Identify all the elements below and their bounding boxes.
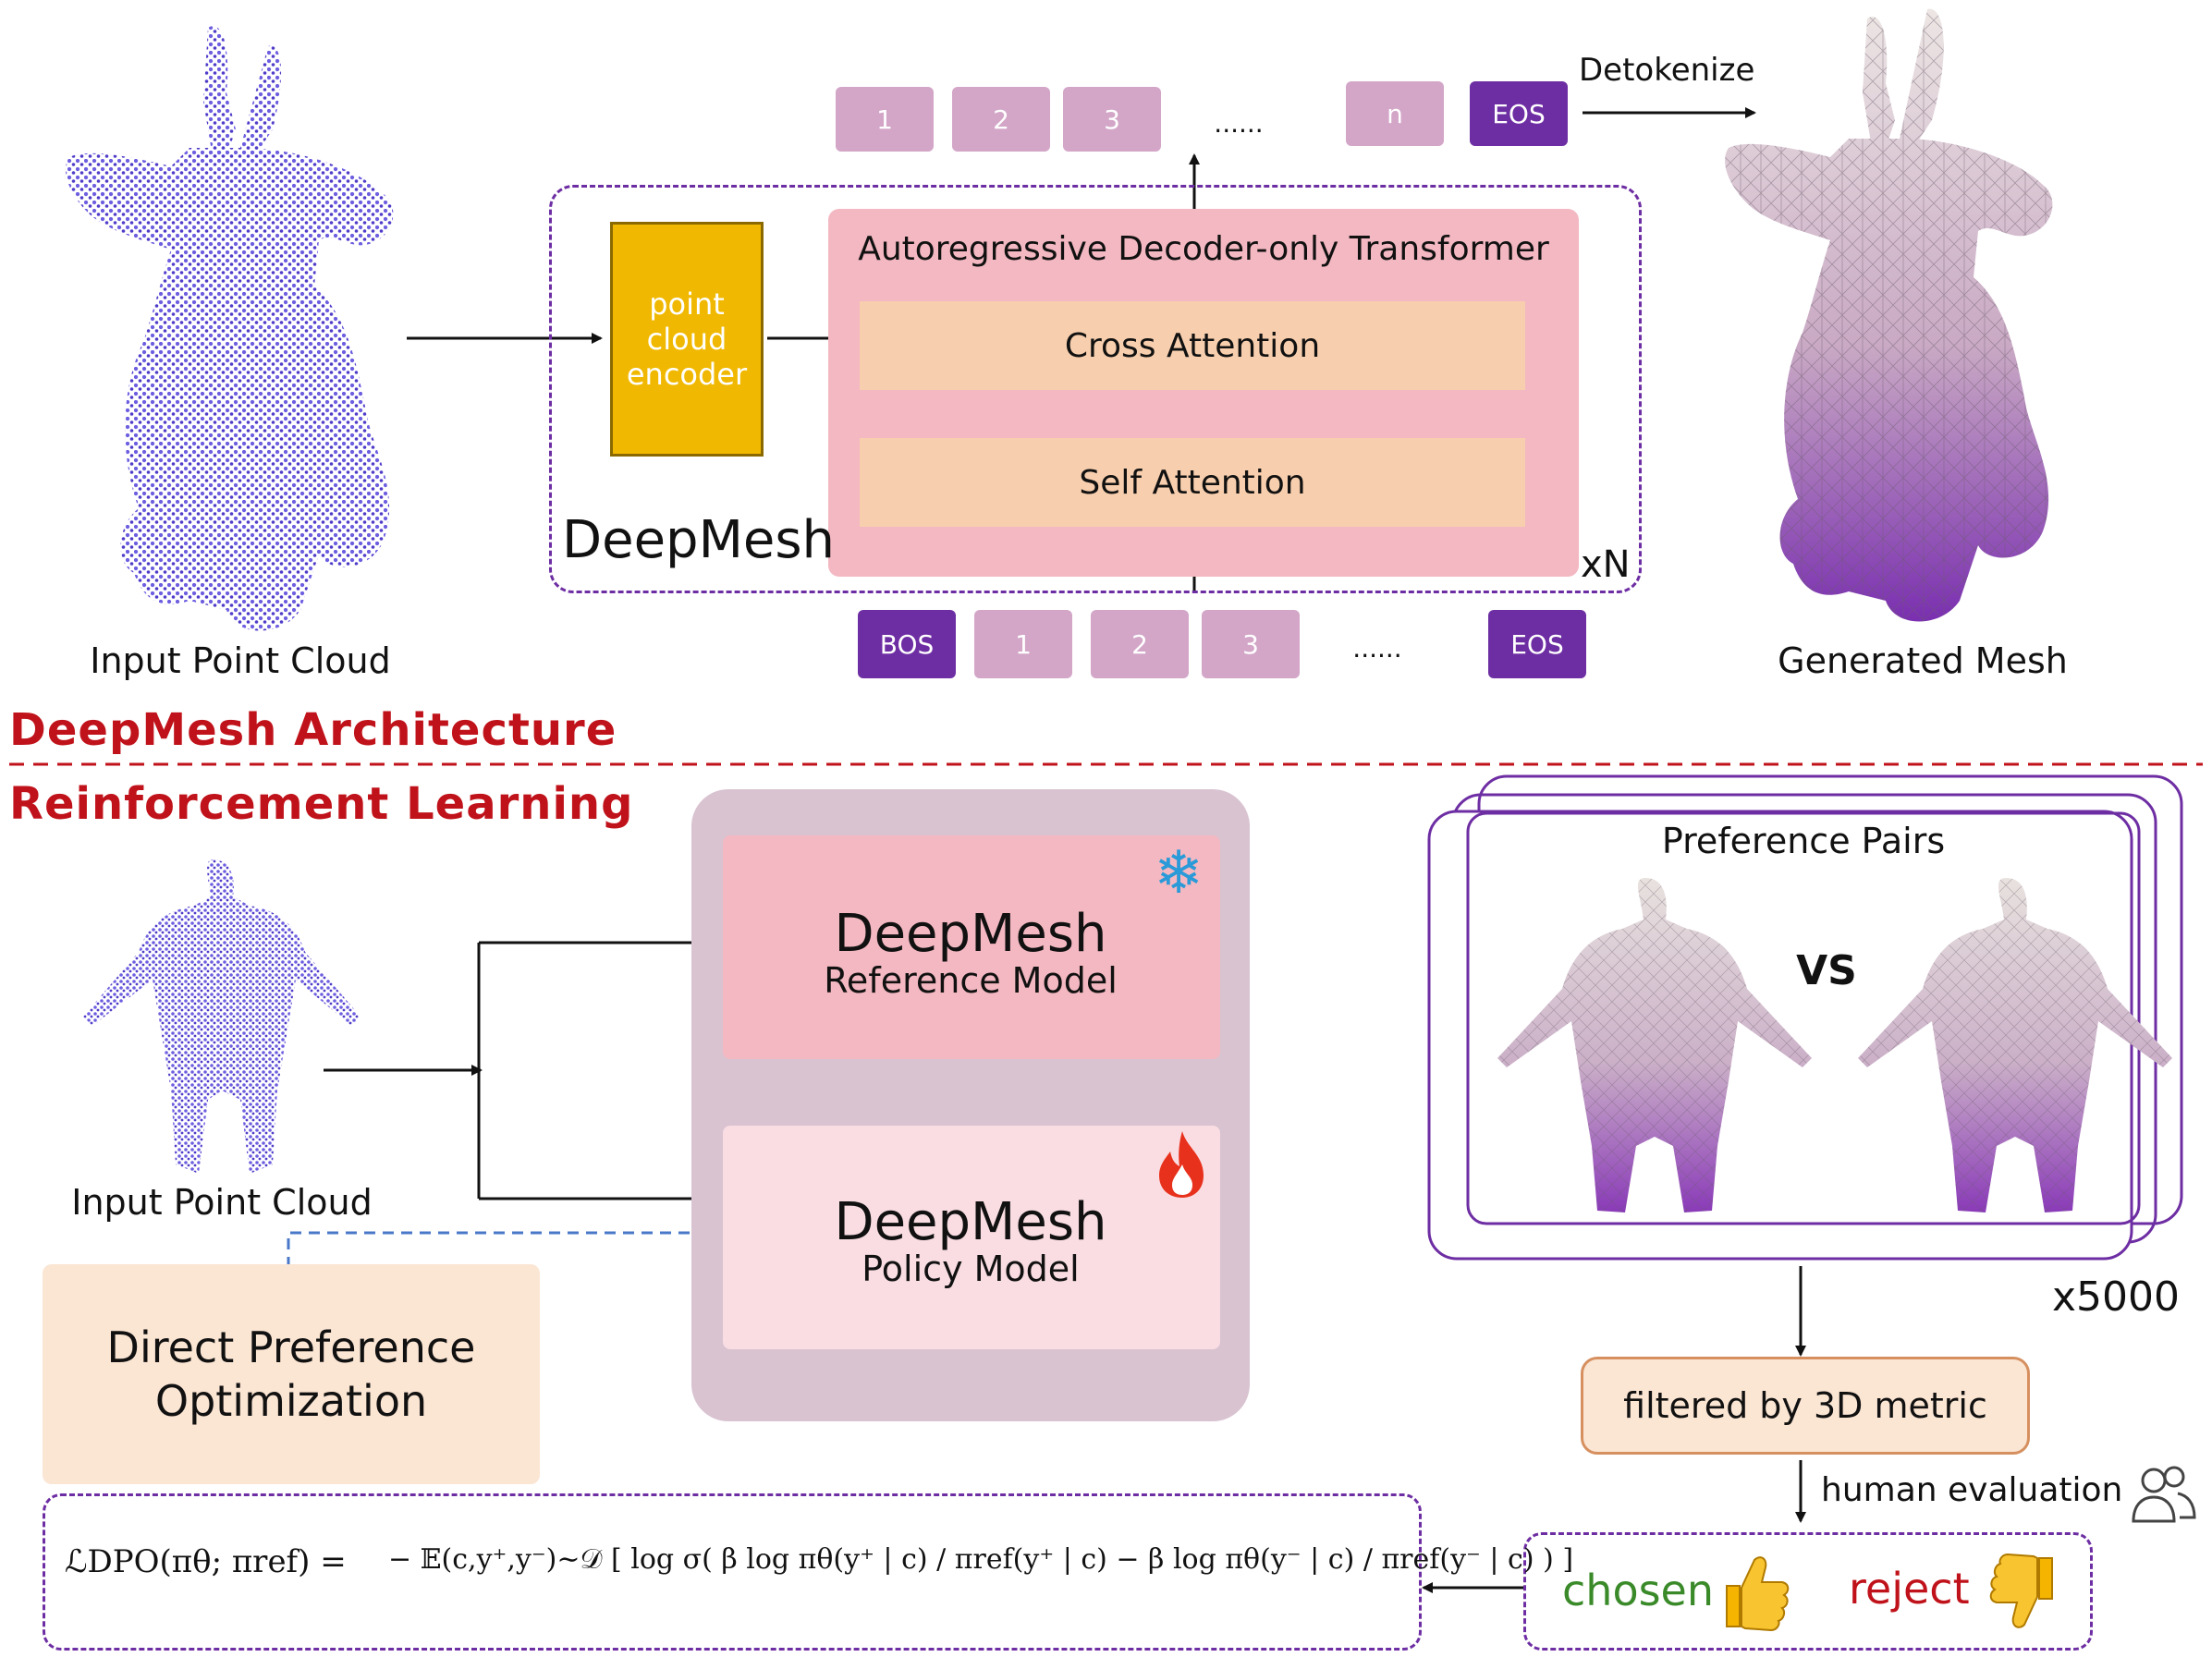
output-token-n: n [1346,81,1444,146]
choice-box [1523,1532,2093,1651]
thumbs-up-icon [1726,1556,1790,1632]
rl-input-point-cloud-image [83,859,361,1174]
output-token-1: 1 [836,87,934,152]
architecture-section-title: DeepMesh Architecture [9,704,617,756]
reject-label: reject [1849,1564,1970,1614]
human-evaluation-label: human evaluation [1821,1471,2123,1509]
arrow-dpo-update [287,1227,723,1268]
formula-lhs: ℒDPO(πθ; πref) = [65,1543,347,1580]
repeat-n-label: xN [1581,543,1631,586]
pair-count-label: x5000 [2052,1273,2181,1321]
point-cloud-encoder: point cloud encoder [610,222,764,457]
policy-model-name: DeepMesh [834,1191,1107,1252]
transformer-title: Autoregressive Decoder-only Transformer [858,229,1549,268]
filter-box: filtered by 3D metric [1581,1357,2030,1455]
input-token-eos: EOS [1488,610,1586,678]
reference-model-name: DeepMesh [834,903,1107,964]
generated-mesh-label: Generated Mesh [1778,640,2068,681]
preference-pairs-label: Preference Pairs [1661,821,1946,861]
people-icon [2132,1466,2196,1523]
pair-frame-inner [1466,811,2141,1225]
deepmesh-container [549,185,1642,593]
output-token-3: 3 [1063,87,1161,152]
reference-model-subtitle: Reference Model [824,960,1118,1001]
input-point-cloud-label: Input Point Cloud [90,640,391,681]
thumbs-down-icon [1989,1553,2053,1628]
reference-model-box [723,835,1220,1059]
detokenize-label: Detokenize [1579,52,1755,89]
formula-rhs: − 𝔼(c,y⁺,y⁻)∼𝒟 [ log σ( β log πθ(y⁺ | c)… [388,1543,1574,1576]
vs-label: VS [1796,946,1857,994]
output-token-eos: EOS [1470,81,1568,146]
output-token-2: 2 [952,87,1050,152]
output-token-ellipsis: ...... [1214,107,1264,139]
deepmesh-model-label: DeepMesh [562,510,836,570]
rl-section-title: Reinforcement Learning [9,778,634,830]
input-point-cloud-goat-image [66,26,394,631]
policy-model-box [723,1126,1220,1349]
input-token-ellipsis: ...... [1352,632,1402,664]
input-token-2: 2 [1091,610,1189,678]
chosen-mesh-image [1497,878,1812,1212]
generated-mesh-goat-image [1725,8,2053,622]
input-token-bos: BOS [858,610,956,678]
formula-box [43,1493,1422,1651]
cross-attention-block: Cross Attention [860,301,1525,390]
fire-icon [1159,1131,1204,1198]
self-attention-block: Self Attention [860,438,1525,527]
snowflake-icon: ❄ [1154,839,1204,908]
rl-input-point-cloud-label: Input Point Cloud [71,1182,373,1223]
rejected-mesh-image [1858,878,2172,1212]
chosen-label: chosen [1562,1566,1715,1615]
input-token-3: 3 [1202,610,1300,678]
dpo-box: Direct Preference Optimization [43,1264,540,1484]
input-token-1: 1 [974,610,1072,678]
policy-model-subtitle: Policy Model [862,1249,1080,1289]
